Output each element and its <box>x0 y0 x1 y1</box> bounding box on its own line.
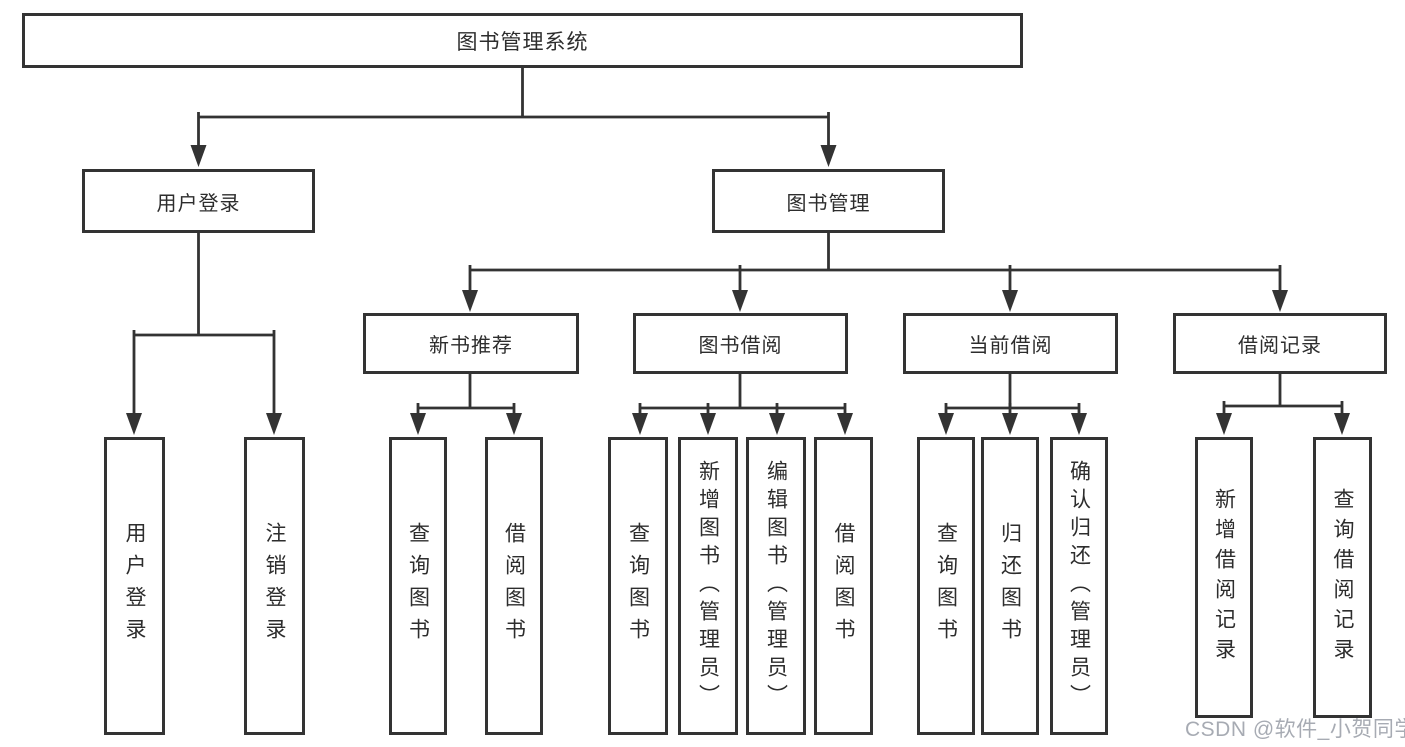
node-user-login: 用户登录 <box>82 169 315 233</box>
leaf-user-login: 用户登录 <box>104 437 165 735</box>
leaf-label: 确认归还（管理员） <box>1067 460 1091 712</box>
node-root: 图书管理系统 <box>22 13 1023 68</box>
node-borrow-record: 借阅记录 <box>1173 313 1387 374</box>
leaf-return-book: 归还图书 <box>981 437 1039 735</box>
leaf-label: 查询借阅记录 <box>1331 487 1354 668</box>
leaf-query-book-1: 查询图书 <box>389 437 447 735</box>
leaf-label: 查询图书 <box>934 522 958 650</box>
leaf-logout: 注销登录 <box>244 437 305 735</box>
leaf-edit-book-admin: 编辑图书（管理员） <box>746 437 806 735</box>
leaf-label: 注销登录 <box>263 522 286 650</box>
leaf-add-book-admin: 新增图书（管理员） <box>678 437 738 735</box>
leaf-borrow-book-1: 借阅图书 <box>485 437 543 735</box>
leaf-label: 借阅图书 <box>832 522 855 650</box>
leaf-add-borrow-record: 新增借阅记录 <box>1195 437 1253 718</box>
node-new-book-recommend: 新书推荐 <box>363 313 579 374</box>
node-book-management: 图书管理 <box>712 169 945 233</box>
leaf-query-book-2: 查询图书 <box>608 437 668 735</box>
leaf-label: 用户登录 <box>123 522 146 650</box>
leaf-label: 查询图书 <box>626 522 650 650</box>
leaf-borrow-book-2: 借阅图书 <box>814 437 873 735</box>
leaf-label: 新增图书（管理员） <box>696 460 720 712</box>
leaf-query-book-3: 查询图书 <box>917 437 975 735</box>
leaf-label: 新增借阅记录 <box>1212 487 1236 668</box>
leaf-label: 编辑图书（管理员） <box>764 460 788 712</box>
leaf-label: 借阅图书 <box>502 522 526 650</box>
leaf-label: 归还图书 <box>998 522 1022 650</box>
node-current-borrow: 当前借阅 <box>903 313 1118 374</box>
leaf-query-borrow-record: 查询借阅记录 <box>1313 437 1372 718</box>
leaf-confirm-return-admin: 确认归还（管理员） <box>1050 437 1108 735</box>
node-book-borrow: 图书借阅 <box>633 313 848 374</box>
watermark: CSDN @软件_小贺同学 <box>1185 718 1405 741</box>
leaf-label: 查询图书 <box>406 522 430 650</box>
